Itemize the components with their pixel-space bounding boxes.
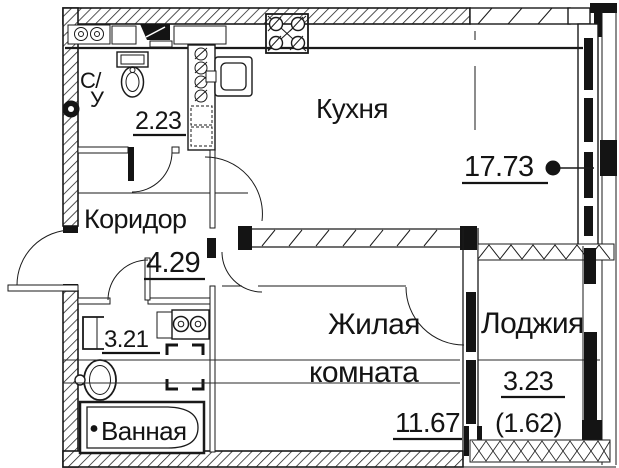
area-leader: [545, 160, 594, 176]
kitchen-label: Кухня: [316, 93, 388, 124]
wall-fixture-icon: [62, 100, 80, 118]
loggia-area: 3.23: [503, 366, 553, 396]
counter-unit-2: [173, 25, 227, 45]
corner-block: [590, 3, 617, 13]
balcony-door-arc: [405, 286, 465, 346]
loggia-label: Лоджия: [481, 307, 584, 340]
living-label-line2: комната: [309, 356, 419, 389]
room-wc: [62, 44, 253, 193]
counter-unit: [111, 25, 137, 45]
living-label-line1: Жилая: [328, 308, 420, 341]
vent-shaft-icon: [187, 44, 216, 151]
washer-unit-icon: [156, 309, 210, 340]
loggia-window-frame: [584, 332, 597, 422]
counter-sink-icon: [67, 24, 111, 45]
bottom-wall: [62, 450, 464, 468]
entrance-door: [7, 229, 79, 292]
bathtub-icon: [78, 400, 206, 455]
room-bathroom: [74, 285, 216, 455]
loggia-glazing-bottom: [469, 439, 611, 463]
hood-icon: [140, 24, 170, 40]
entrance-jamb-top: [63, 226, 78, 233]
corridor-label: Коридор: [84, 204, 186, 234]
kitchen-counter: [65, 13, 583, 130]
toilet-icon: [116, 51, 149, 98]
section-lines: [63, 359, 600, 384]
top-right-corner-box: [567, 7, 591, 25]
loggia-area-coefficient: (1.62): [495, 408, 562, 438]
wc-area: 2.23: [135, 107, 181, 135]
washbasin-icon: [74, 359, 117, 401]
partition-wall: [207, 226, 477, 293]
room-loggia: [405, 228, 616, 468]
labels: С/ У 2.23 Кухня 17.73 Коридор 4.29 3.21 …: [80, 68, 584, 446]
wc-label-line2: У: [90, 87, 105, 112]
stove-icon: [265, 13, 309, 54]
cabinet-icon: [82, 316, 104, 350]
bathroom-area: 3.21: [104, 326, 149, 353]
counter-shelf: [149, 40, 173, 48]
top-window: [469, 7, 571, 25]
right-frame-block: [600, 140, 617, 176]
living-door-arc: [221, 251, 263, 293]
right-wall-window: [577, 23, 599, 246]
leader-dot: [545, 160, 561, 176]
corridor-right-wall: [209, 149, 216, 229]
corridor-area: 4.29: [146, 247, 200, 279]
kitchen-door-arc: [204, 156, 263, 222]
wc-door: [77, 146, 180, 193]
bathtub-label: Ванная: [101, 416, 186, 446]
wc-label-line1: С/: [80, 68, 102, 93]
bathroom-right-wall: [209, 285, 216, 453]
kitchen-area: 17.73: [464, 151, 534, 183]
kitchen-sink-icon: [205, 56, 253, 97]
appliance-space-icon: [165, 343, 205, 391]
living-area: 11.67: [395, 407, 460, 438]
